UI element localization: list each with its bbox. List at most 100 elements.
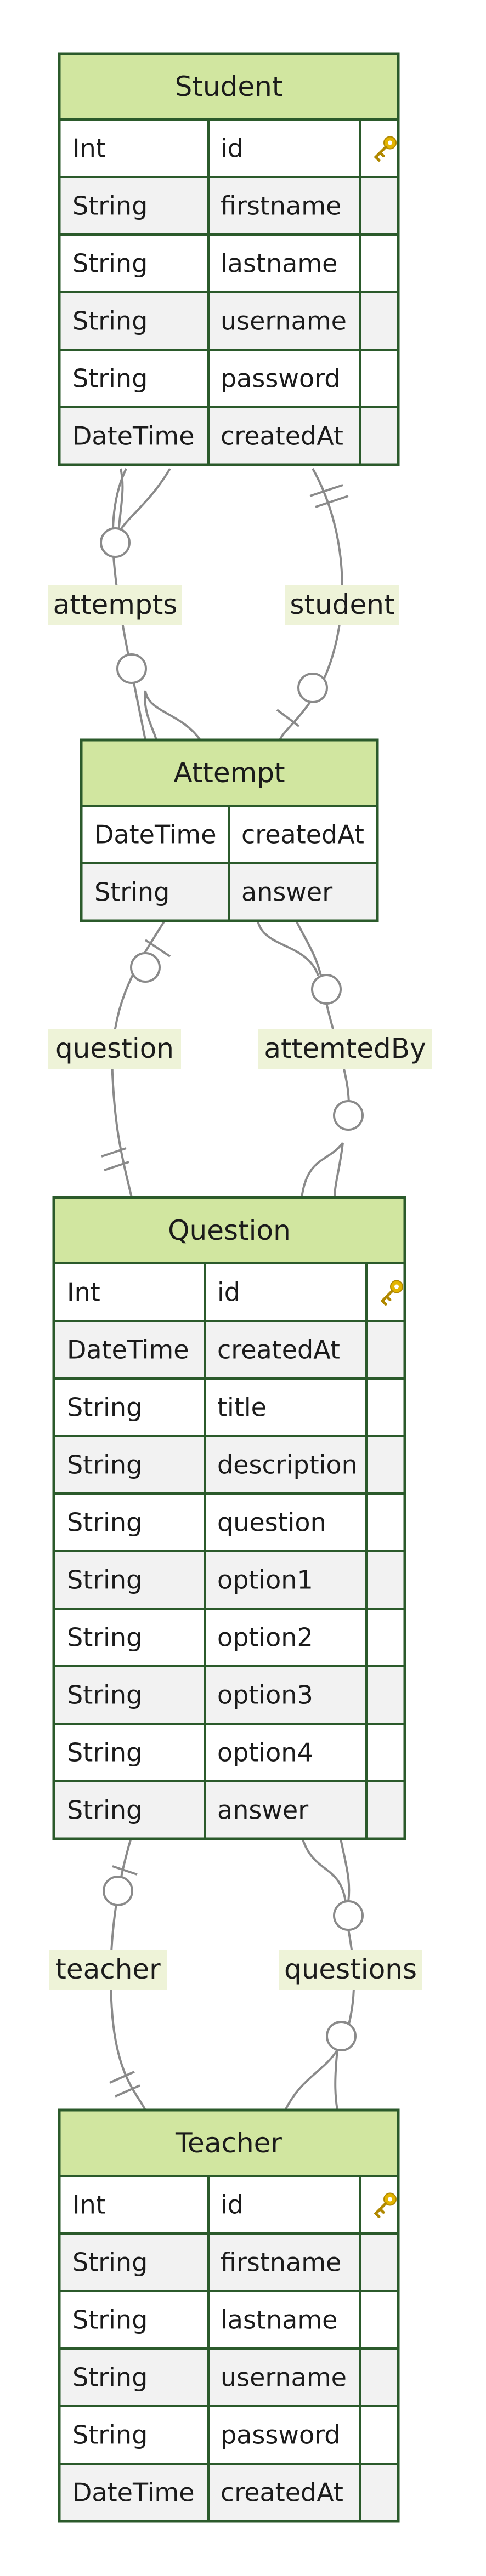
relationship-questions [284, 1836, 364, 2111]
attribute-type: String [72, 2420, 148, 2450]
entity-title: Teacher [175, 2127, 282, 2159]
attribute-name: createdAt [221, 2478, 343, 2507]
entity-row: DateTime createdAt [58, 406, 399, 466]
attribute-name: description [217, 1450, 358, 1480]
attribute-name: createdAt [221, 421, 343, 451]
entity-row: DateTime createdAt [58, 2463, 399, 2522]
svg-text:questions: questions [284, 1953, 417, 1985]
attribute-type: Int [72, 2190, 106, 2220]
entity-row: String title [53, 1377, 406, 1437]
entity-row: Int id [58, 2175, 399, 2235]
attribute-name: id [221, 134, 244, 163]
svg-text:question: question [55, 1033, 174, 1064]
entity-row: String option2 [53, 1608, 406, 1667]
entity-row: String username [58, 291, 399, 351]
attribute-name: username [221, 2363, 347, 2392]
attribute-type: String [72, 2363, 148, 2392]
svg-text:attemtedBy: attemtedBy [264, 1033, 426, 1064]
attribute-name: firstname [221, 2248, 341, 2277]
attribute-type: String [72, 364, 148, 394]
relationship-attemtedby [257, 920, 364, 1198]
attribute-type: String [72, 191, 148, 221]
relationship-question [101, 920, 171, 1198]
primary-key-icon [380, 1280, 403, 1306]
entity-row: String lastname [58, 233, 399, 293]
attribute-name: createdAt [217, 1335, 340, 1365]
attribute-name: answer [241, 877, 332, 907]
label-teacher: teacher [49, 1950, 167, 1990]
label-questions: questions [279, 1950, 422, 1990]
attribute-name: option1 [217, 1565, 313, 1595]
attribute-type: String [72, 306, 148, 336]
entity-row: String question [53, 1492, 406, 1552]
entity-row: String option3 [53, 1665, 406, 1725]
label-attemtedby: attemtedBy [258, 1029, 432, 1069]
relationship-attempts [100, 468, 201, 741]
attribute-name: password [221, 2420, 340, 2450]
attribute-name: question [217, 1508, 326, 1537]
entity-row: String firstname [58, 176, 399, 236]
attribute-name: title [217, 1393, 267, 1422]
attribute-type: DateTime [67, 1335, 189, 1365]
entity-row: String firstname [58, 2232, 399, 2292]
attribute-type: String [72, 2305, 148, 2335]
attribute-type: String [67, 1393, 142, 1422]
attribute-name: username [221, 306, 347, 336]
entity-row: String password [58, 349, 399, 408]
entity-row: String description [53, 1435, 406, 1495]
attribute-type: String [72, 249, 148, 278]
attribute-type: String [67, 1450, 142, 1480]
entity-row: String option4 [53, 1723, 406, 1782]
relationship-student [276, 468, 349, 740]
attribute-name: option4 [217, 1738, 313, 1768]
attribute-name: option2 [217, 1623, 313, 1652]
entity-row: String username [58, 2347, 399, 2407]
attribute-type: String [94, 877, 169, 907]
svg-text:teacher: teacher [55, 1953, 161, 1985]
attribute-name: createdAt [241, 820, 364, 850]
attribute-name: id [217, 1278, 240, 1307]
relationship-teacher [103, 1836, 146, 2111]
label-question: question [48, 1029, 181, 1069]
primary-key-icon [374, 2192, 397, 2218]
attribute-name: lastname [221, 249, 337, 278]
svg-text:attempts: attempts [53, 589, 178, 620]
primary-key-icon [374, 136, 397, 162]
entity-title: Question [168, 1215, 291, 1246]
attribute-type: DateTime [72, 421, 195, 451]
entity-title: Student [175, 71, 283, 102]
attribute-type: String [67, 1623, 142, 1652]
entity-row: String option1 [53, 1550, 406, 1610]
entity-row: DateTime createdAt [53, 1320, 406, 1380]
attribute-name: lastname [221, 2305, 337, 2335]
attribute-name: id [221, 2190, 244, 2220]
attribute-type: DateTime [72, 2478, 195, 2507]
entity-row: String password [58, 2405, 399, 2465]
attribute-type: Int [72, 134, 106, 163]
attribute-type: DateTime [94, 820, 217, 850]
entity-row: DateTime createdAt [80, 805, 378, 864]
attribute-type: String [67, 1508, 142, 1537]
attribute-type: String [67, 1680, 142, 1710]
attribute-type: String [72, 2248, 148, 2277]
entity-title: Attempt [173, 757, 285, 789]
attribute-type: Int [67, 1278, 100, 1307]
entity-row: String lastname [58, 2290, 399, 2350]
entity-row: Int id [58, 118, 399, 178]
attribute-name: answer [217, 1796, 308, 1825]
label-attempts: attempts [48, 585, 182, 625]
svg-text:student: student [290, 589, 394, 620]
attribute-name: firstname [221, 191, 341, 221]
entity-row: Int id [53, 1262, 406, 1322]
label-student: student [285, 585, 399, 625]
attribute-name: option3 [217, 1680, 313, 1710]
attribute-type: String [67, 1565, 142, 1595]
attribute-name: password [221, 364, 340, 394]
attribute-type: String [67, 1738, 142, 1768]
